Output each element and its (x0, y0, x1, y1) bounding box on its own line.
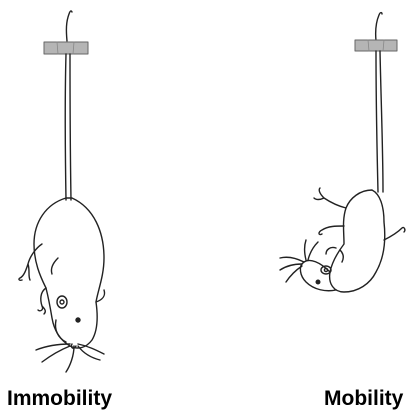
label-immobility: Immobility (7, 387, 112, 410)
tail-tip-left (66, 11, 72, 41)
immobile-mouse (19, 11, 105, 372)
tape-left (44, 42, 88, 54)
tail-left (65, 54, 66, 200)
tail-right (376, 51, 378, 192)
mobile-mouse (280, 13, 405, 292)
label-mobility: Mobility (324, 387, 404, 410)
tail-tip-right (376, 13, 382, 41)
tape-right (355, 40, 397, 51)
body-left (34, 198, 104, 348)
